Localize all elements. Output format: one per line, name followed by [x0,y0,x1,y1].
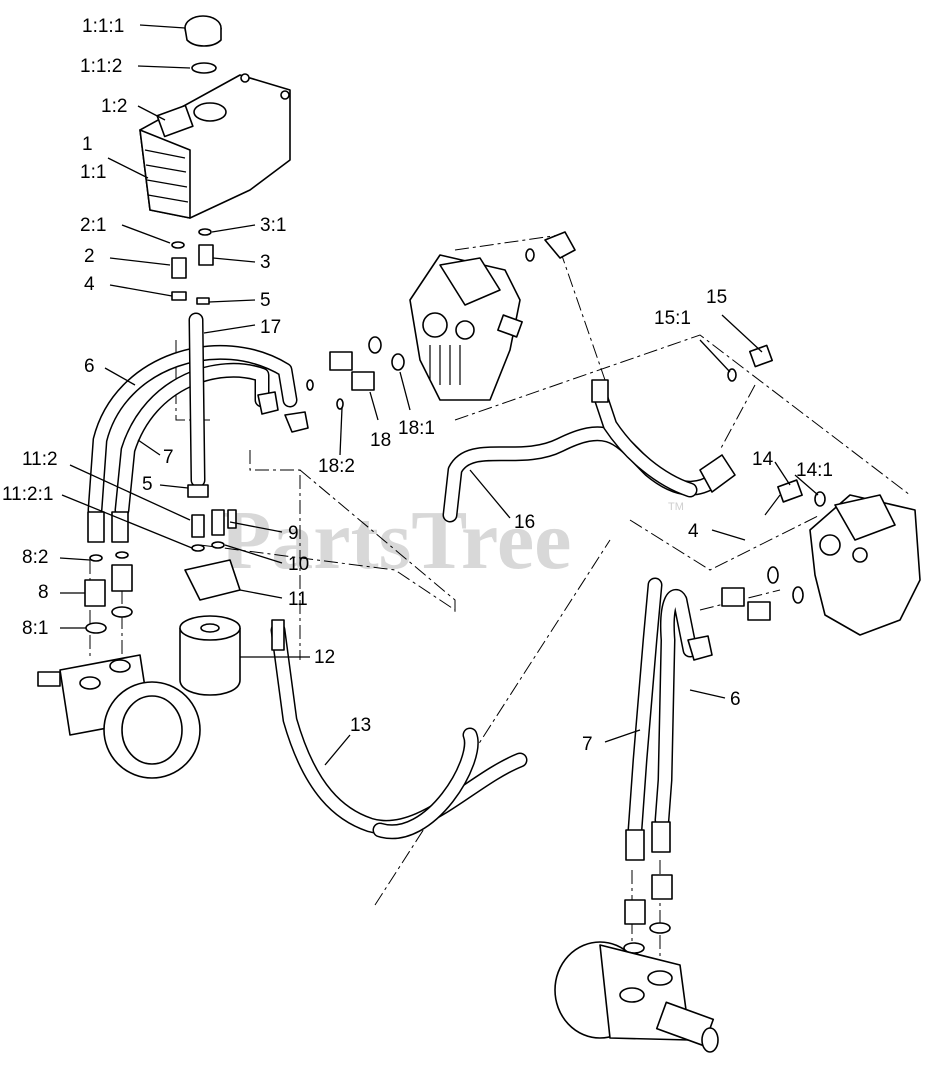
callout-1-1-1: 1:1:1 [82,16,124,37]
callout-17: 17 [260,317,281,338]
hose-7-left [114,362,270,518]
callout-4-right: 4 [688,521,699,542]
center-pump-fittings [257,336,405,433]
right-wheel-motor [554,941,719,1053]
callout-labels: 1:1:1 1:1:2 1:2 1 1:1 2:1 3:1 2 3 4 5 17… [2,16,833,755]
callout-8-2: 8:2 [22,547,48,568]
reservoir-tank [139,73,291,219]
callout-9: 9 [288,523,299,544]
callout-1-2: 1:2 [101,96,127,117]
hose-6-left [87,344,298,518]
callout-13: 13 [350,715,371,736]
callout-8-1: 8:1 [22,618,48,639]
reservoir-cap [184,15,222,47]
callout-15-1: 15:1 [654,308,691,329]
watermark-text: PartsTree [220,494,571,587]
tank-fittings [171,228,214,498]
filter-head [184,509,241,601]
callout-18-2: 18:2 [318,456,355,477]
hose-16 [442,387,723,523]
callout-11-2-1: 11:2:1 [2,484,53,505]
callout-5: 5 [260,290,271,311]
callout-2-1: 2:1 [80,215,106,236]
callout-16: 16 [514,512,535,533]
callout-1-1: 1:1 [80,162,106,183]
callout-2: 2 [84,246,95,267]
callout-11-2: 11:2 [22,449,58,470]
callout-3-1: 3:1 [260,215,286,236]
callout-1: 1 [82,134,93,155]
callout-1-1-2: 1:1:2 [80,56,122,77]
center-pump [409,254,523,401]
hose-17 [188,312,206,488]
callout-12: 12 [314,647,335,668]
callout-18-1: 18:1 [398,418,435,439]
callout-6: 6 [84,356,95,377]
callout-18: 18 [370,430,391,451]
right-pump [809,494,921,636]
left-motor-fittings [84,511,133,634]
callout-11: 11 [288,589,308,610]
hose-13 [270,622,528,840]
guide-lines [89,234,911,985]
fitting-16-ends [591,379,736,493]
watermark-tm: TM [668,501,684,513]
filter-tube [271,619,285,651]
callout-3: 3 [260,252,271,273]
top-elbow-fitting [525,231,576,262]
filter-cartridge [179,615,241,696]
callout-8: 8 [38,582,49,603]
callout-4: 4 [84,274,95,295]
callout-10: 10 [288,554,309,575]
callout-14: 14 [752,449,774,470]
callout-6-right: 6 [730,689,741,710]
callout-7-right: 7 [582,734,593,755]
callout-5-lower: 5 [142,474,153,495]
hose-6-right [654,588,698,828]
right-motor-fittings [623,821,673,954]
left-wheel-motor [37,654,201,779]
hose-7-right [627,577,663,838]
leader-lines [59,24,819,766]
callout-15: 15 [706,287,727,308]
right-pump-fittings [687,344,826,661]
callout-14-1: 14:1 [796,460,833,481]
callout-7: 7 [163,447,174,468]
cap-oring [191,62,217,74]
